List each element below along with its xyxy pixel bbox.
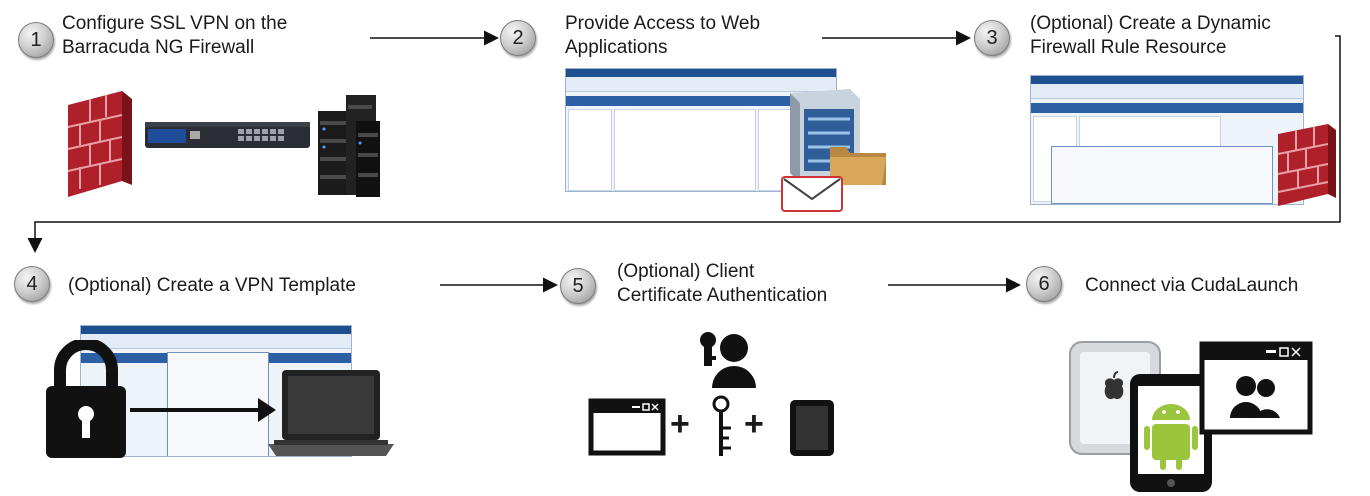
server-rack-icon [318,95,380,197]
step-3-admin-screenshot [1030,75,1304,205]
step-4-illustration [46,340,394,458]
certificate-key-icon [712,395,731,456]
user-window-icon [1199,341,1313,435]
step-6-illustration [1069,341,1313,492]
step-6-label: Connect via CudaLaunch [1085,275,1299,296]
step-4-badge: 4 [14,266,50,302]
lock-icon [46,340,126,458]
step-6-badge: 6 [1026,266,1062,302]
arrow-3-to-4 [27,35,1341,253]
firewall-brick-icon [67,91,132,197]
step-2-badge: 2 [500,20,536,56]
tablet-icon [790,400,834,456]
folder-icon [830,147,886,185]
step-3-label: (Optional) Create a Dynamic Firewall Rul… [1030,12,1271,60]
step-5-badge: 5 [560,268,596,304]
step-1-illustration [67,91,380,197]
step-3-illustration [1277,124,1336,206]
firewall-brick-icon [1277,124,1336,206]
step-4-label: (Optional) Create a VPN Template [68,275,356,296]
step-1-label-line2: Barracuda NG Firewall [62,37,255,58]
plus-sign: + [744,405,764,443]
browser-window-icon [588,398,666,456]
plus-sign: + [670,405,690,443]
step-2-label-line1: Provide Access to Web [565,13,761,34]
step-3-badge: 3 [974,20,1010,56]
step-3-label-line1: (Optional) Create a Dynamic [1030,13,1271,34]
step-5-label-line2: Certificate Authentication [617,285,828,306]
laptop-icon [268,370,394,456]
step-5-label: (Optional) Client Certificate Authentica… [617,260,827,308]
step-3-label-line2: Firewall Rule Resource [1030,37,1227,58]
step-2-illustration [781,89,886,212]
step-1-label: Configure SSL VPN on the Barracuda NG Fi… [62,12,287,60]
android-phone-icon [1130,374,1212,492]
firewall-appliance-icon [145,122,310,148]
step-1-badge: 1 [18,22,54,58]
user-key-icon [700,332,756,388]
step-2-label-line2: Applications [565,37,668,58]
step-5-label-line1: (Optional) Client [617,261,755,282]
envelope-icon [781,176,843,212]
step-2-label: Provide Access to Web Applications [565,12,760,60]
arrow-right-icon [130,398,276,422]
step-1-label-line1: Configure SSL VPN on the [62,13,288,34]
